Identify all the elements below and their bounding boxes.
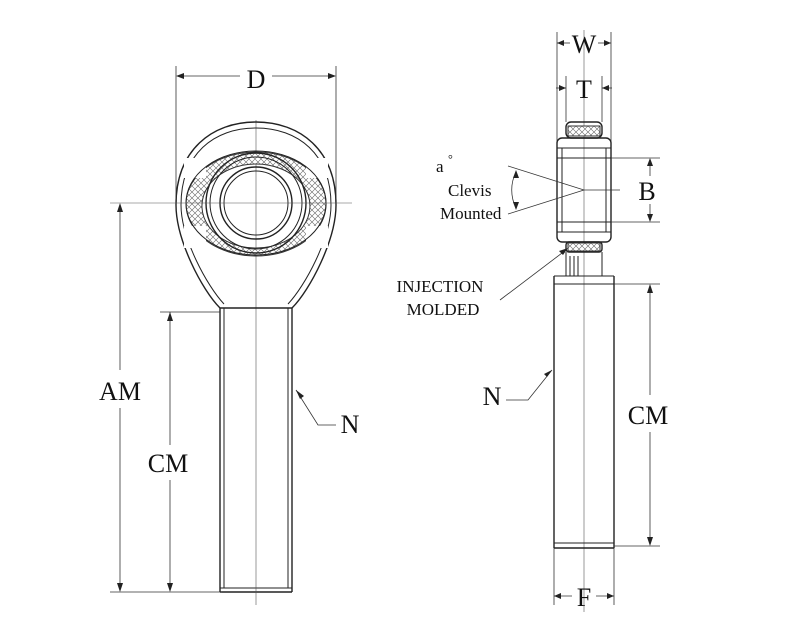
side-dim-T [556,76,612,122]
side-angle-lines [507,165,620,215]
front-label-CM: CM [148,449,188,478]
front-leader-N [295,389,336,426]
side-view: W T [397,30,668,612]
side-leader-N [506,369,553,401]
side-label-degree: ° [448,152,453,166]
side-label-F: F [577,583,591,612]
side-label-N: N [483,382,502,411]
front-dim-AM [110,203,222,593]
front-dim-CM [160,311,220,592]
front-label-AM: AM [99,377,141,406]
side-label-clevis: Clevis [448,181,491,200]
side-label-injection: INJECTION [397,277,484,296]
side-shank [553,275,615,549]
side-dim-W [556,32,612,150]
side-label-molded: MOLDED [407,300,480,319]
side-label-W: W [572,30,597,59]
side-label-T: T [576,75,592,104]
side-label-CM: CM [628,401,668,430]
side-dim-CM [614,283,660,547]
side-label-mounted: Mounted [440,204,502,223]
side-leader-injection [499,248,568,301]
side-label-angle: a [436,157,444,176]
front-label-D: D [247,65,266,94]
front-view: D AM CM N [99,65,360,605]
side-dim-F [553,548,615,605]
front-head-outline [175,121,337,309]
front-label-N: N [341,410,360,439]
side-label-B: B [638,177,655,206]
side-ball-bottom [565,241,603,253]
side-dim-B [611,157,660,223]
front-shank [219,120,293,605]
front-dim-D [175,66,337,200]
